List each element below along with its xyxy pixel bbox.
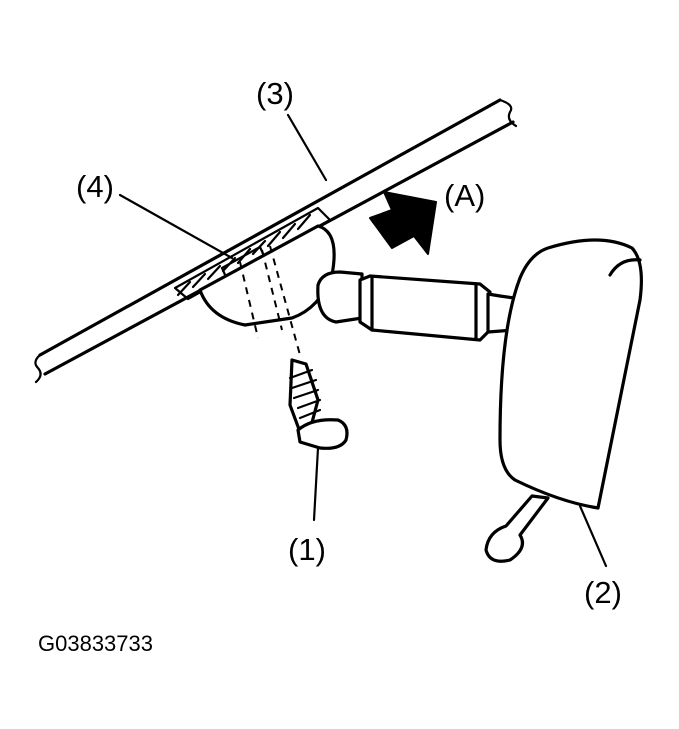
direction-arrow-icon bbox=[369, 191, 437, 255]
windshield-glass bbox=[34, 98, 518, 384]
callout-mirror: (2) bbox=[584, 575, 622, 610]
screw bbox=[288, 358, 349, 450]
mirror-arm bbox=[316, 270, 516, 342]
mirror-mount-bracket bbox=[198, 224, 336, 327]
leader-lines bbox=[118, 113, 608, 568]
callout-base: (4) bbox=[76, 169, 114, 204]
mounting-base-hatch bbox=[173, 206, 332, 301]
callout-direction: (A) bbox=[444, 178, 485, 213]
callout-screw: (1) bbox=[288, 532, 326, 567]
figure-code: G03833733 bbox=[38, 631, 153, 656]
screw-hole-guides bbox=[239, 245, 301, 356]
rearview-mirror bbox=[484, 238, 643, 563]
callout-windshield: (3) bbox=[256, 76, 294, 111]
